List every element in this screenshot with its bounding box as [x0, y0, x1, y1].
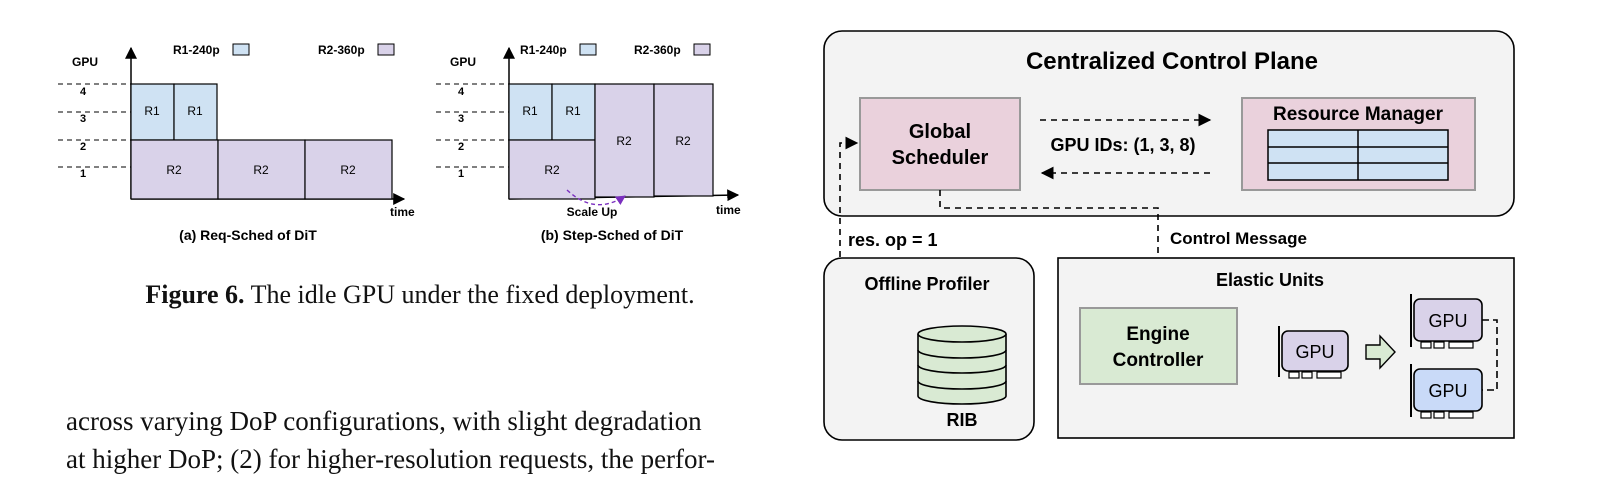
panel-a-block-label-r1-second: R1 — [187, 104, 203, 118]
panel-a-gpu-tick-4: 4 — [80, 86, 87, 98]
panel-a-gpu-tick-3: 3 — [80, 113, 86, 125]
gpu-label-bottom: GPU — [1428, 381, 1467, 401]
panel-a-legend-r2-swatch — [377, 43, 395, 56]
rib-database-icon — [917, 325, 1007, 405]
panel-b-legend-r1-label: R1-240p — [520, 43, 567, 57]
panel-b-block-label-r2-third: R2 — [675, 134, 691, 148]
engine-controller-box — [1079, 307, 1238, 385]
gpu-card-icon-single — [1278, 326, 1349, 379]
panel-b-scale-up-arrow — [566, 189, 626, 206]
panel-b-gpu-tick-1: 1 — [458, 168, 464, 180]
panel-b-x-axis-label: time — [716, 203, 741, 217]
global-scheduler-line2: Scheduler — [892, 147, 989, 169]
resource-manager-label: Resource Manager — [1273, 104, 1444, 125]
body-line-1: across varying DoP configurations, with … — [66, 406, 702, 436]
rib-label: RIB — [947, 410, 978, 430]
panel-a-subcaption: (a) Req-Sched of DiT — [179, 227, 317, 243]
panel-b-scale-up-label: Scale Up — [567, 205, 618, 219]
panel-b-block-label-r2-second: R2 — [616, 134, 632, 148]
panel-b-gpu-ticks — [436, 83, 509, 168]
panel-b-subcaption: (b) Step-Sched of DiT — [541, 227, 684, 243]
panel-b-step-sched: GPU time 4 3 2 1 R1-240p R2-360p R1 R1 R… — [436, 43, 741, 243]
offline-profiler-label: Offline Profiler — [864, 274, 989, 294]
panel-b-block-r2-second — [594, 83, 655, 198]
engine-controller-line1: Engine — [1126, 324, 1189, 345]
panel-a-block-label-r2-first: R2 — [166, 163, 182, 177]
gpu-ids-label: GPU IDs: (1, 3, 8) — [1050, 135, 1195, 155]
panel-a-gpu-tick-1: 1 — [80, 168, 86, 180]
panel-b-gpu-tick-2: 2 — [458, 141, 464, 153]
resource-table — [1267, 129, 1449, 181]
panel-a-block-r2-first — [130, 139, 219, 200]
control-plane-title: Centralized Control Plane — [1026, 48, 1318, 75]
panel-a-legend-r1-swatch — [232, 43, 250, 56]
panel-b-block-r2-first — [508, 139, 596, 200]
gpu-card-icon-bottom — [1410, 364, 1483, 419]
figure-caption: Figure 6. The idle GPU under the fixed d… — [0, 280, 840, 310]
panel-b-block-r2-third — [653, 83, 714, 197]
panel-b-y-axis-label: GPU — [450, 55, 476, 69]
panel-a-y-axis-label: GPU — [72, 55, 98, 69]
panel-b-gpu-tick-4: 4 — [458, 86, 465, 98]
gpu-label-single: GPU — [1295, 342, 1334, 362]
gpu-card-icon-top — [1410, 294, 1483, 349]
panel-a-gpu-ticks — [58, 83, 131, 168]
panel-a-block-r2-third — [304, 139, 393, 200]
panel-a-x-axis-label: time — [390, 205, 415, 219]
panel-a-req-sched: GPU time 4 3 2 1 R1-240p R2-360p R1 R1 R… — [58, 43, 415, 243]
panel-b-block-label-r1-first: R1 — [522, 104, 538, 118]
panel-a-legend-r2-label: R2-360p — [318, 43, 365, 57]
panel-b-legend-r2-swatch — [693, 43, 711, 56]
res-op-label: res. op = 1 — [848, 230, 938, 250]
panel-a-block-label-r2-second: R2 — [253, 163, 269, 177]
control-message-label: Control Message — [1170, 229, 1307, 248]
panel-b-legend-r1-swatch — [579, 43, 597, 56]
global-scheduler-line1: Global — [909, 121, 971, 143]
panel-a-block-label-r2-third: R2 — [340, 163, 356, 177]
panel-b-block-r1-second — [551, 83, 596, 141]
panel-a-block-label-r1-first: R1 — [144, 104, 160, 118]
architecture-diagram: Centralized Control Plane Global Schedul… — [823, 30, 1515, 441]
panel-b-block-label-r1-second: R1 — [565, 104, 581, 118]
body-paragraph: across varying DoP configurations, with … — [66, 402, 826, 478]
global-scheduler-box — [859, 97, 1021, 191]
control-message-path — [939, 190, 1165, 307]
panel-b-gpu-tick-3: 3 — [458, 113, 464, 125]
panel-b-legend-r2-label: R2-360p — [634, 43, 681, 57]
engine-controller-line2: Controller — [1113, 350, 1204, 371]
panel-b-block-r1-first — [508, 83, 553, 141]
gpu-label-top: GPU — [1428, 311, 1467, 331]
panel-a-gpu-tick-2: 2 — [80, 141, 86, 153]
gpu-interconnect-line — [1482, 319, 1498, 391]
scale-arrow-icon — [1365, 334, 1396, 370]
panel-a-legend-r1-label: R1-240p — [173, 43, 220, 57]
elastic-units-label: Elastic Units — [1216, 270, 1324, 290]
figure-caption-label: Figure 6. — [145, 280, 245, 309]
figure-caption-text: The idle GPU under the fixed deployment. — [244, 280, 695, 309]
panel-b-block-label-r2-first: R2 — [544, 163, 560, 177]
body-line-2: at higher DoP; (2) for higher-resolution… — [66, 444, 715, 474]
